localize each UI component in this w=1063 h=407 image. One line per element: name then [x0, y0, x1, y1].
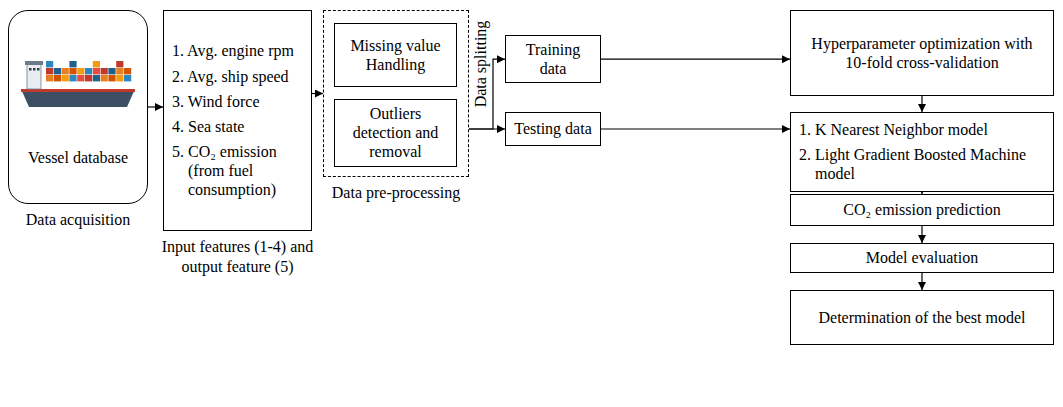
data-box: Testing data	[505, 112, 601, 146]
node-text: 4. Sea state	[172, 117, 303, 136]
preprocessing-group: Data pre-processingMissing value Handlin…	[323, 10, 469, 177]
flow-arrow	[148, 106, 163, 107]
node-text: 3. Wind force	[172, 92, 303, 111]
node-text: Vessel database	[28, 148, 128, 167]
database-box: Vessel databaseData acquisition	[8, 10, 148, 204]
flow-arrow	[921, 273, 922, 290]
node-text: CO₂ emission prediction	[843, 200, 1001, 219]
node-text: Model evaluation	[866, 248, 978, 267]
node-text: 2. Light Gradient Boosted Machine model	[799, 145, 1045, 183]
process-box: CO₂ emission prediction	[790, 194, 1054, 226]
flow-arrow	[921, 226, 922, 243]
process-box: Hyperparameter optimization with 10-fold…	[790, 10, 1054, 96]
process-box: Missing value Handling	[334, 23, 457, 87]
feature-list-box: 1. Avg. engine rpm 2. Avg. ship speed 3. W…	[163, 10, 312, 231]
node-text: 5. CO₂ emission (from fuel consumption)	[172, 142, 303, 200]
node-text: 1. Avg. engine rpm	[172, 41, 303, 60]
ship-illustration	[19, 49, 137, 111]
stage-caption: Data acquisition	[0, 210, 161, 230]
node-text: Hyperparameter optimization with 10-fold…	[799, 34, 1045, 72]
node-text: Outliers detection and removal	[343, 104, 448, 162]
stage-caption: Data pre-processing	[310, 183, 482, 203]
flow-arrow	[601, 128, 790, 129]
node-text: Testing data	[514, 119, 592, 138]
node-text: 2. Avg. ship speed	[172, 67, 303, 86]
data-box: Training data	[505, 35, 601, 83]
process-box: Model evaluation	[790, 243, 1054, 273]
flow-arrow	[601, 59, 790, 60]
flow-arrow	[921, 96, 922, 112]
process-box: Outliers detection and removal	[334, 99, 457, 167]
stage-caption: Input features (1-4) and output feature …	[150, 237, 325, 277]
node-text: Training data	[514, 40, 592, 78]
node-text: Determination of the best model	[818, 308, 1025, 327]
model-box: 1. K Nearest Neighbor model 2. Light Grad…	[790, 112, 1054, 192]
node-text: 1. K Nearest Neighbor model	[799, 120, 1045, 139]
flow-arrow	[312, 93, 323, 94]
split-label: Data splitting	[473, 21, 489, 108]
flow-arrow	[469, 128, 505, 129]
process-box: Determination of the best model	[790, 290, 1054, 345]
node-text: Missing value Handling	[343, 36, 448, 74]
